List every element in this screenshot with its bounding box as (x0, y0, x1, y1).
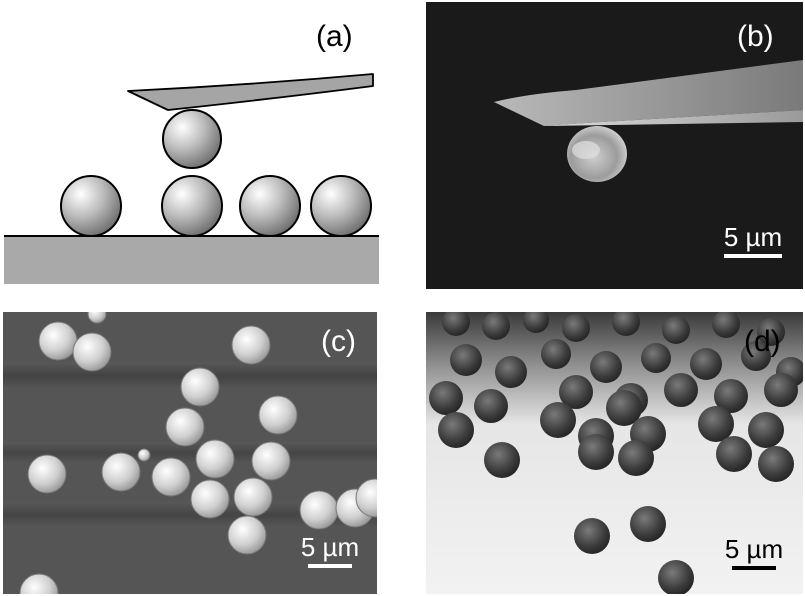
microsphere (299, 490, 339, 530)
microsphere (590, 351, 622, 383)
sem-image-topview (3, 312, 377, 594)
microsphere (758, 446, 794, 482)
microsphere (662, 316, 690, 344)
microsphere (19, 573, 59, 594)
microsphere (195, 439, 235, 479)
microsphere (714, 379, 748, 413)
sphere (239, 175, 301, 237)
microsphere (698, 406, 734, 442)
scale-bar: 5 µm (289, 534, 371, 568)
scale-bar-line (732, 566, 776, 570)
scale-bar-label: 5 µm (723, 222, 783, 252)
microsphere (442, 312, 470, 336)
microsphere (258, 395, 298, 435)
sem-image-tilted (426, 312, 803, 594)
microsphere (227, 515, 267, 555)
panel-label: (a) (316, 20, 353, 53)
microsphere (87, 312, 107, 324)
microsphere (741, 341, 771, 371)
scale-bar-label: 5 µm (724, 534, 784, 564)
microsphere (540, 402, 576, 438)
microsphere (641, 343, 671, 373)
microsphere (165, 407, 205, 447)
microsphere (562, 314, 590, 342)
microsphere (72, 332, 112, 372)
microsphere (233, 477, 273, 517)
schematic-drawing (4, 73, 379, 284)
microsphere (101, 452, 141, 492)
microsphere (38, 321, 78, 361)
microsphere (429, 381, 463, 415)
microsphere (559, 375, 593, 409)
cantilever-edge (494, 102, 803, 126)
panel-label: (c) (321, 325, 356, 358)
microsphere (541, 339, 571, 369)
panel-b-sem: (b) 5 µm (426, 2, 803, 289)
microsphere (495, 356, 527, 388)
microsphere (664, 373, 698, 407)
microsphere (450, 344, 482, 376)
microsphere (151, 457, 191, 497)
microsphere (474, 389, 508, 423)
microsphere (764, 373, 798, 407)
microsphere (438, 412, 474, 448)
sphere (60, 175, 122, 237)
microsphere (523, 312, 549, 333)
microsphere (137, 448, 151, 462)
microsphere (748, 412, 784, 448)
scale-bar-line (724, 254, 782, 258)
sem-image-cantilever (426, 2, 803, 289)
panel-d-sem: (d) 5 µm (426, 312, 803, 594)
microsphere (251, 441, 291, 481)
microsphere (618, 440, 654, 476)
microsphere (578, 434, 614, 470)
scale-bar: 5 µm (713, 224, 793, 258)
microsphere (612, 312, 640, 336)
scale-bar: 5 µm (711, 536, 797, 570)
cantilever (127, 73, 374, 111)
microsphere (716, 436, 752, 472)
microsphere (190, 479, 230, 519)
panel-label: (d) (744, 325, 781, 358)
microsphere (482, 312, 510, 340)
microsphere (606, 390, 642, 426)
microsphere (355, 478, 377, 518)
microsphere (658, 560, 694, 594)
microsphere (180, 367, 220, 407)
microsphere (690, 348, 722, 380)
microsphere (231, 325, 271, 365)
microsphere (712, 312, 740, 338)
sphere-attached (162, 109, 222, 169)
sphere (161, 175, 223, 237)
substrate (4, 236, 379, 284)
panel-c-sem: (c) 5 µm (3, 312, 377, 594)
microsphere (484, 442, 520, 478)
microsphere (574, 518, 610, 554)
scale-bar-label: 5 µm (300, 532, 360, 562)
microsphere (27, 454, 67, 494)
microsphere (757, 318, 785, 346)
microsphere (630, 506, 666, 542)
scale-bar-line (308, 564, 352, 568)
sphere (310, 175, 372, 237)
cantilever (494, 60, 803, 126)
panel-label: (b) (737, 20, 774, 53)
panel-a-schematic: (a) (0, 0, 395, 292)
